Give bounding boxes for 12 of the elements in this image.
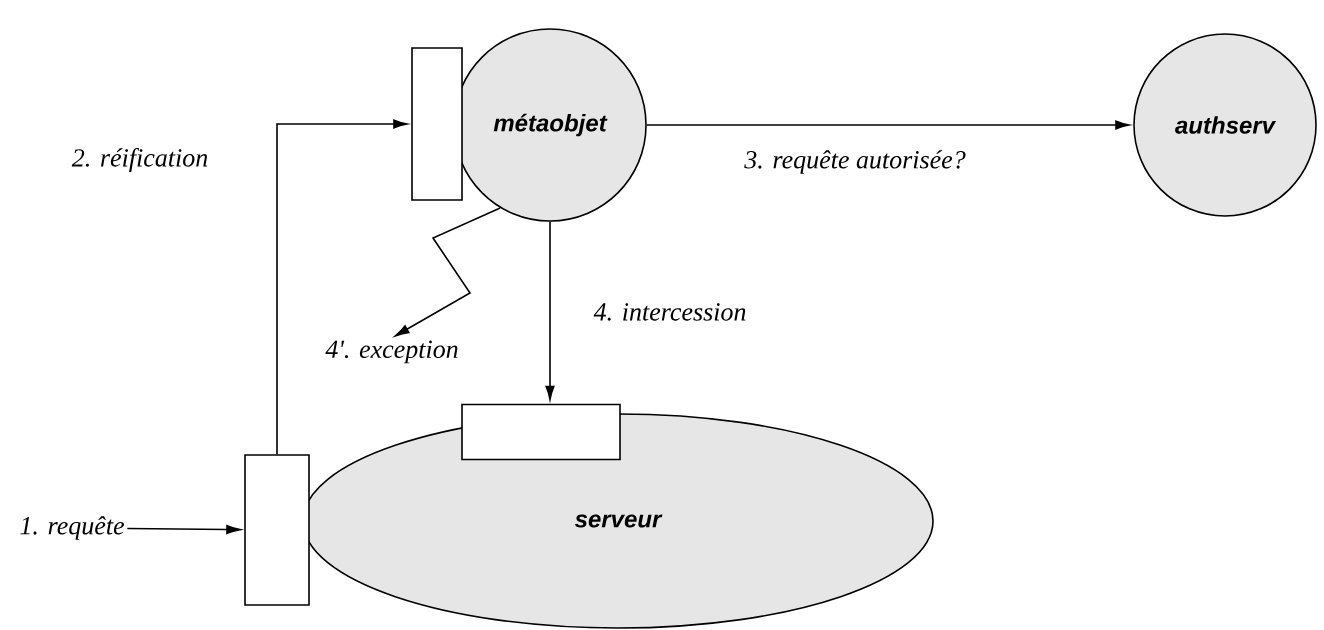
arrow	[126, 524, 241, 535]
edge-label: 2. réification	[69, 146, 211, 174]
interface-box	[461, 403, 621, 461]
arrow	[646, 120, 1130, 130]
node-label: 1. requête	[20, 516, 124, 540]
arrow	[545, 221, 555, 401]
interface-box	[244, 454, 310, 606]
edge-label: 4. intercession	[591, 301, 749, 323]
node-label: 4'. exception	[325, 340, 458, 364]
edge-label: 3. requête autorisée?	[742, 148, 968, 176]
interface-box	[411, 47, 463, 201]
arrow	[276, 119, 408, 455]
